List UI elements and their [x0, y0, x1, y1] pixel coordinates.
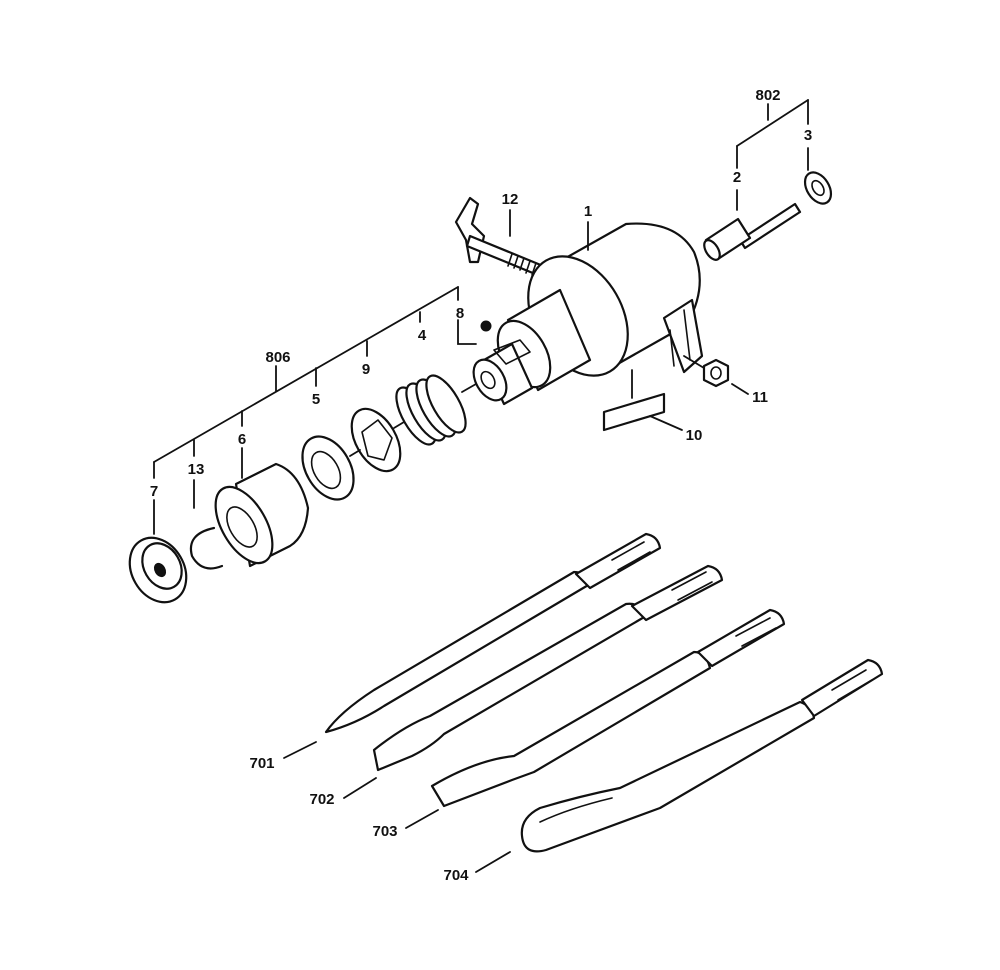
callout-1: 1	[584, 203, 592, 220]
wing-bolt-part-12	[454, 196, 550, 280]
callout-9: 9	[362, 361, 370, 378]
callout-13: 13	[188, 461, 205, 478]
callout-10: 10	[686, 427, 703, 444]
bracket-806	[153, 286, 459, 479]
callout-2: 2	[733, 169, 741, 186]
callout-802: 802	[755, 87, 780, 104]
chisel-part-703	[405, 608, 786, 829]
washer-part-3	[803, 147, 833, 205]
callout-8: 8	[456, 305, 464, 322]
callout-6: 6	[238, 431, 246, 448]
sleeve-part-6	[214, 447, 310, 568]
pin-part-2	[703, 189, 802, 261]
ball-part-8	[457, 319, 492, 345]
callout-7: 7	[150, 483, 158, 500]
callout-3: 3	[804, 127, 812, 144]
callout-701: 701	[249, 755, 274, 772]
callout-5: 5	[312, 391, 320, 408]
callout-11: 11	[752, 389, 768, 406]
chisel-part-702	[343, 564, 724, 799]
callout-702: 702	[309, 791, 334, 808]
callout-806: 806	[265, 349, 290, 366]
clip-part-13	[189, 479, 224, 570]
label-part-10	[602, 369, 683, 432]
spring-part-4	[395, 374, 477, 446]
callout-704: 704	[443, 867, 469, 884]
callout-12: 12	[502, 191, 519, 208]
bearing-ring-part-5	[301, 435, 361, 501]
callout-4: 4	[418, 327, 427, 344]
callout-703: 703	[372, 823, 397, 840]
housing-part-1	[472, 221, 704, 406]
bracket-802	[736, 99, 809, 169]
cap-part-7	[128, 499, 188, 604]
hex-nut-part-11	[683, 355, 749, 395]
chisel-part-701	[283, 532, 662, 759]
chisel-part-704	[475, 658, 884, 873]
